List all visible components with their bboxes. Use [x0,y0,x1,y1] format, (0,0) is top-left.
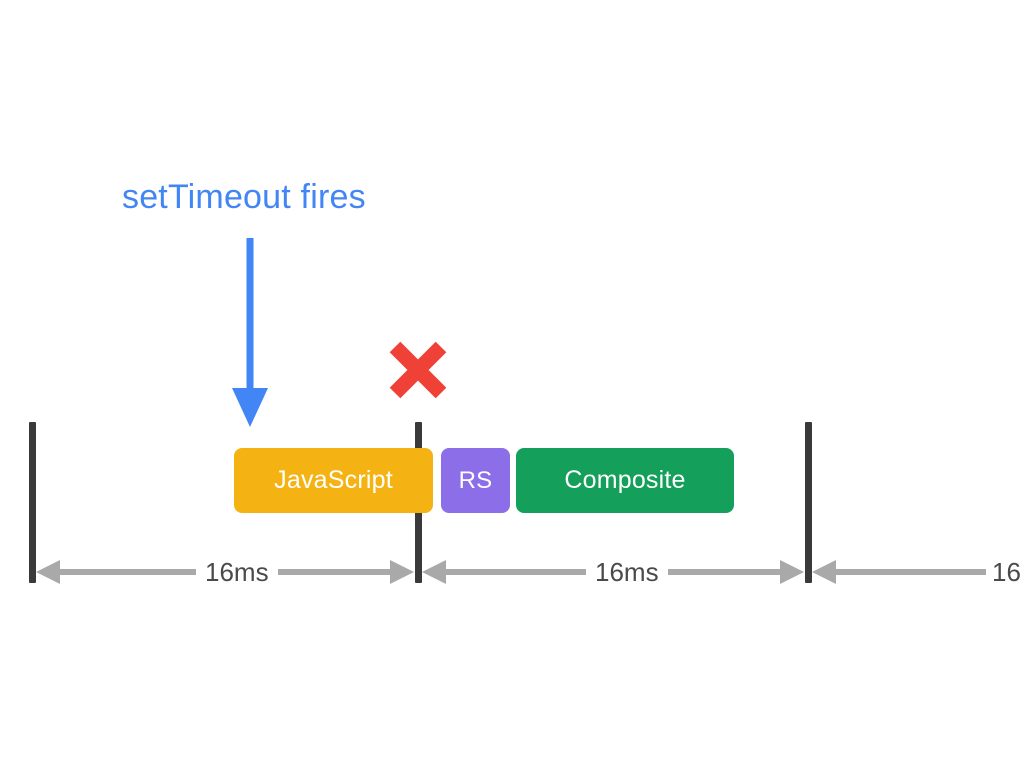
frame-boundary-tick-1 [29,422,36,583]
frame-boundary-tick-3 [805,422,812,583]
task-bar-recalc-style[interactable]: RS [441,448,510,513]
measurement-axis [0,552,1024,594]
task-bar-composite[interactable]: Composite [516,448,734,513]
red-x-icon [386,338,450,402]
measurement-label-3: 16 [986,556,1021,588]
measurement-label-1: 16ms [196,556,278,588]
annotation-label-settimeout: setTimeout fires [122,178,366,216]
measurement-label-2: 16ms [586,556,668,588]
down-arrow-icon [224,236,276,430]
task-bar-javascript[interactable]: JavaScript [234,448,433,513]
